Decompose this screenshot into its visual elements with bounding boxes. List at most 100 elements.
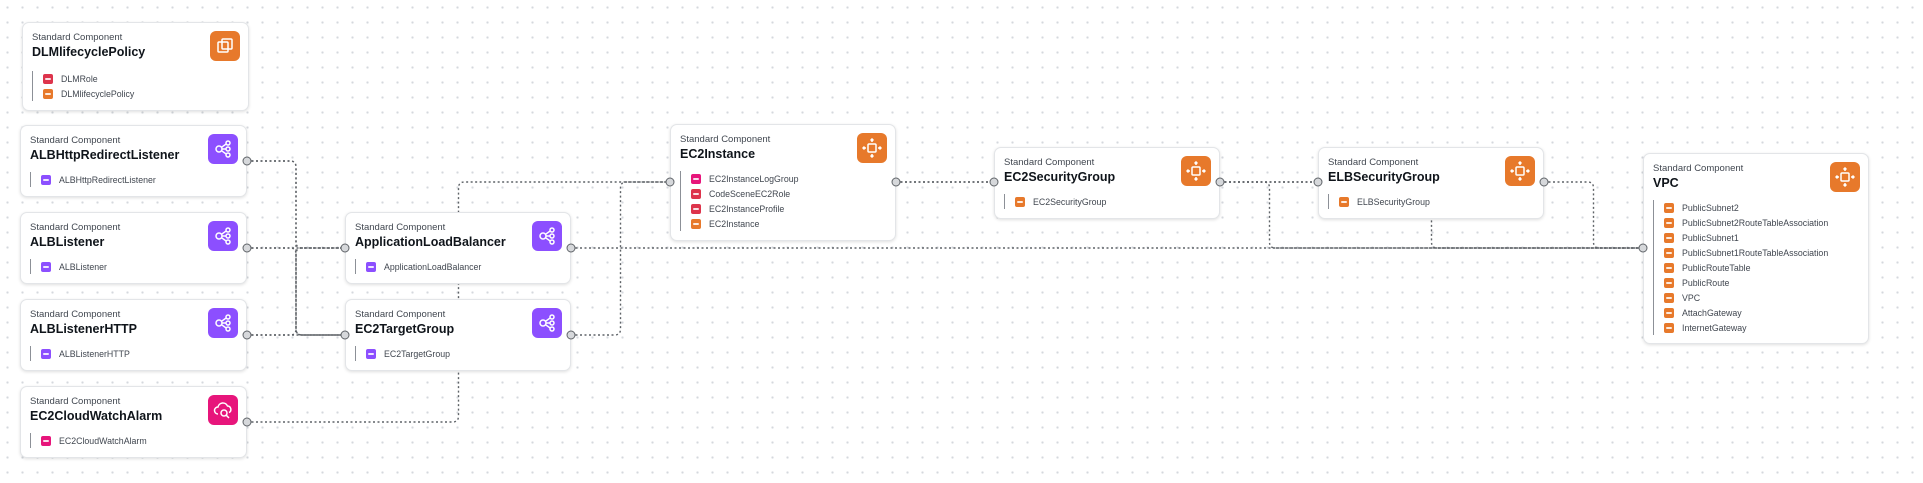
port-vpc-in[interactable] [1638,243,1648,253]
resource-label: PublicSubnet1RouteTableAssociation [1682,247,1829,258]
component-title: EC2CloudWatchAlarm [30,409,163,423]
resource-label: InternetGateway [1682,322,1747,333]
resource-label: VPC [1682,292,1701,303]
resource-label: CodeSceneEC2Role [709,188,791,199]
resource-icon [1664,262,1674,273]
port-tg-out[interactable] [566,330,576,340]
resource-list: ALBHttpRedirectListener [30,172,156,187]
application-load-balancer-card[interactable]: Standard Component ApplicationLoadBalanc… [345,212,571,284]
resource-item: EC2InstanceLogGroup [691,171,799,186]
resource-icon [1664,232,1674,243]
resource-icon [366,348,376,359]
resource-item: EC2TargetGroup [366,346,450,361]
resource-label: ELBSecurityGroup [1357,196,1430,207]
resource-icon [1664,292,1674,303]
resource-list: EC2TargetGroup [355,346,450,361]
port-elbsg-in[interactable] [1313,177,1323,187]
component-title: EC2Instance [680,147,756,161]
resource-icon [41,348,51,359]
connection-tg-ec2 [571,181,670,336]
resource-item: PublicSubnet1 [1664,230,1828,245]
resource-list: ALBListenerHTTP [30,346,130,361]
resource-item: ELBSecurityGroup [1339,194,1430,209]
resource-label: DLMRole [61,73,98,84]
ec2-cloudwatch-alarm-card[interactable]: Standard Component EC2CloudWatchAlarm EC… [20,386,247,458]
component-kind-label: Standard Component [30,396,121,407]
ec2-target-group-card[interactable]: Standard Component EC2TargetGroup EC2Tar… [345,299,571,371]
alb-listener-http-card[interactable]: Standard Component ALBListenerHTTP ALBLi… [20,299,247,371]
resource-label: PublicSubnet1 [1682,232,1739,243]
resource-item: EC2CloudWatchAlarm [41,433,147,448]
resource-item: DLMRole [43,71,134,86]
component-kind-label: Standard Component [1653,163,1744,174]
resource-list: PublicSubnet2 PublicSubnet2RouteTableAss… [1653,200,1828,335]
dlm-lifecycle-policy-card[interactable]: Standard Component DLMlifecyclePolicy DL… [22,22,249,111]
resource-list: ALBListener [30,259,107,274]
resource-label: EC2SecurityGroup [1033,196,1107,207]
resource-icon [1664,277,1674,288]
ec2-chip-icon [1181,156,1211,186]
resource-item: EC2Instance [691,216,799,231]
alb-http-redirect-listener-card[interactable]: Standard Component ALBHttpRedirectListen… [20,125,247,197]
resource-list: EC2InstanceLogGroup CodeSceneEC2Role EC2… [680,171,799,231]
resource-label: PublicSubnet2RouteTableAssociation [1682,217,1829,228]
alb-listener-card[interactable]: Standard Component ALBListener ALBListen… [20,212,247,284]
resource-list: EC2CloudWatchAlarm [30,433,147,448]
ec2-chip-icon [1830,162,1860,192]
port-ec2sg-in[interactable] [989,177,999,187]
vpc-card[interactable]: Standard Component VPC PublicSubnet2 Pub… [1643,153,1869,344]
connection-albhr-tg [247,160,345,336]
port-alb-out[interactable] [566,243,576,253]
port-cwa-out[interactable] [242,417,252,427]
component-kind-label: Standard Component [30,135,121,146]
resource-icon [1664,307,1674,318]
resource-icon [1339,196,1349,207]
port-albh-out[interactable] [242,330,252,340]
resource-label: EC2CloudWatchAlarm [59,435,147,446]
resource-icon [41,435,51,446]
resource-item: ALBHttpRedirectListener [41,172,156,187]
component-title: DLMlifecyclePolicy [32,45,146,59]
resource-label: EC2InstanceLogGroup [709,173,799,184]
ec2-security-group-card[interactable]: Standard Component EC2SecurityGroup EC2S… [994,147,1220,219]
resource-item: DLMlifecyclePolicy [43,86,134,101]
resource-item: VPC [1664,290,1828,305]
port-alb-in[interactable] [340,243,350,253]
port-tg-in[interactable] [340,330,350,340]
ec2-chip-icon [857,133,887,163]
resource-list: ApplicationLoadBalancer [355,259,481,274]
resource-icon [691,188,701,199]
port-ec2-out[interactable] [891,177,901,187]
resource-list: DLMRole DLMlifecyclePolicy [32,71,134,101]
resource-icon [1664,202,1674,213]
port-albhr-out[interactable] [242,156,252,166]
resource-item: EC2SecurityGroup [1015,194,1106,209]
resource-label: ALBHttpRedirectListener [59,174,156,185]
resource-item: InternetGateway [1664,320,1828,335]
elb-security-group-card[interactable]: Standard Component ELBSecurityGroup ELBS… [1318,147,1544,219]
load-balancer-icon [208,221,238,251]
resource-list: EC2SecurityGroup [1004,194,1106,209]
resource-icon [1664,217,1674,228]
resource-icon [1664,322,1674,333]
resource-item: AttachGateway [1664,305,1828,320]
port-ec2-in[interactable] [665,177,675,187]
ec2-instance-card[interactable]: Standard Component EC2Instance EC2Instan… [670,124,896,241]
connection-elbsg-vpc [1544,181,1643,249]
resource-label: ALBListener [59,261,107,272]
resource-icon [1015,196,1025,207]
resource-icon [43,88,53,99]
component-kind-label: Standard Component [680,134,771,145]
resource-label: EC2TargetGroup [384,348,451,359]
resource-icon [1664,247,1674,258]
resource-label: PublicRoute [1682,277,1730,288]
ec2-chip-icon [1505,156,1535,186]
port-elbsg-out[interactable] [1539,177,1549,187]
resource-label: ApplicationLoadBalancer [384,261,482,272]
port-albl-out[interactable] [242,243,252,253]
resource-label: PublicSubnet2 [1682,202,1739,213]
connection-albl-tg [247,247,345,336]
port-ec2sg-out[interactable] [1215,177,1225,187]
component-kind-label: Standard Component [1004,157,1095,168]
